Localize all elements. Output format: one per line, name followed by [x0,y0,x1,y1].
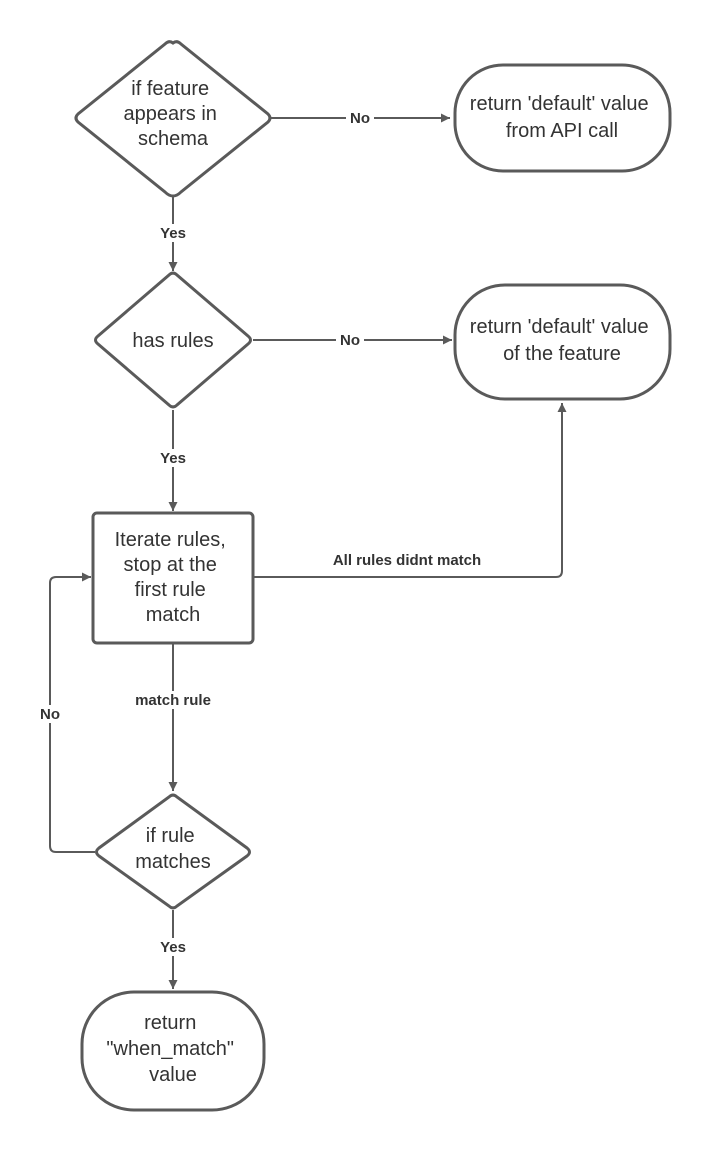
terminal-return-when-match-label: return "when_match" value [106,1012,239,1086]
terminal-return-default-feature: return 'default' value of the feature [453,283,672,401]
edge-label-all-rules-didnt-match: All rules didnt match [333,552,481,569]
decision-feature-in-schema: if feature appears in schema [74,40,272,198]
edge-label-match-rule: match rule [135,692,211,709]
decision-feature-in-schema-label: if feature appears in schema [124,78,223,150]
decision-has-rules: has rules [94,271,252,409]
edge-schema-yes: Yes [155,197,191,271]
edge-rules-yes: Yes [155,410,191,511]
edge-label-schema-yes: Yes [160,225,186,242]
edge-label-rules-no: No [340,332,360,349]
edge-schema-no: No [271,109,450,127]
edge-label-rules-yes: Yes [160,450,186,467]
edge-matches-yes: Yes [155,910,191,989]
process-iterate-rules-label: Iterate rules, stop at the first rule ma… [115,529,232,626]
terminal-return-default-feature-label: return 'default' value of the feature [470,316,654,365]
edge-label-matches-no: No [40,706,60,723]
edge-all-rules-didnt-match: All rules didnt match [253,403,567,578]
terminal-return-when-match: return "when_match" value [80,990,266,1112]
edge-label-schema-no: No [350,110,370,127]
terminal-return-default-api-label: return 'default' value from API call [470,93,654,142]
edge-matches-no: No [37,572,95,853]
decision-has-rules-label: has rules [132,330,213,352]
decision-rule-matches: if rule matches [95,793,251,910]
edge-rules-no: No [253,331,452,349]
process-iterate-rules: Iterate rules, stop at the first rule ma… [91,511,255,645]
edge-label-matches-yes: Yes [160,939,186,956]
edge-match-rule: match rule [125,643,221,791]
decision-rule-matches-label: if rule matches [135,825,211,873]
terminal-return-default-api: return 'default' value from API call [453,63,672,173]
